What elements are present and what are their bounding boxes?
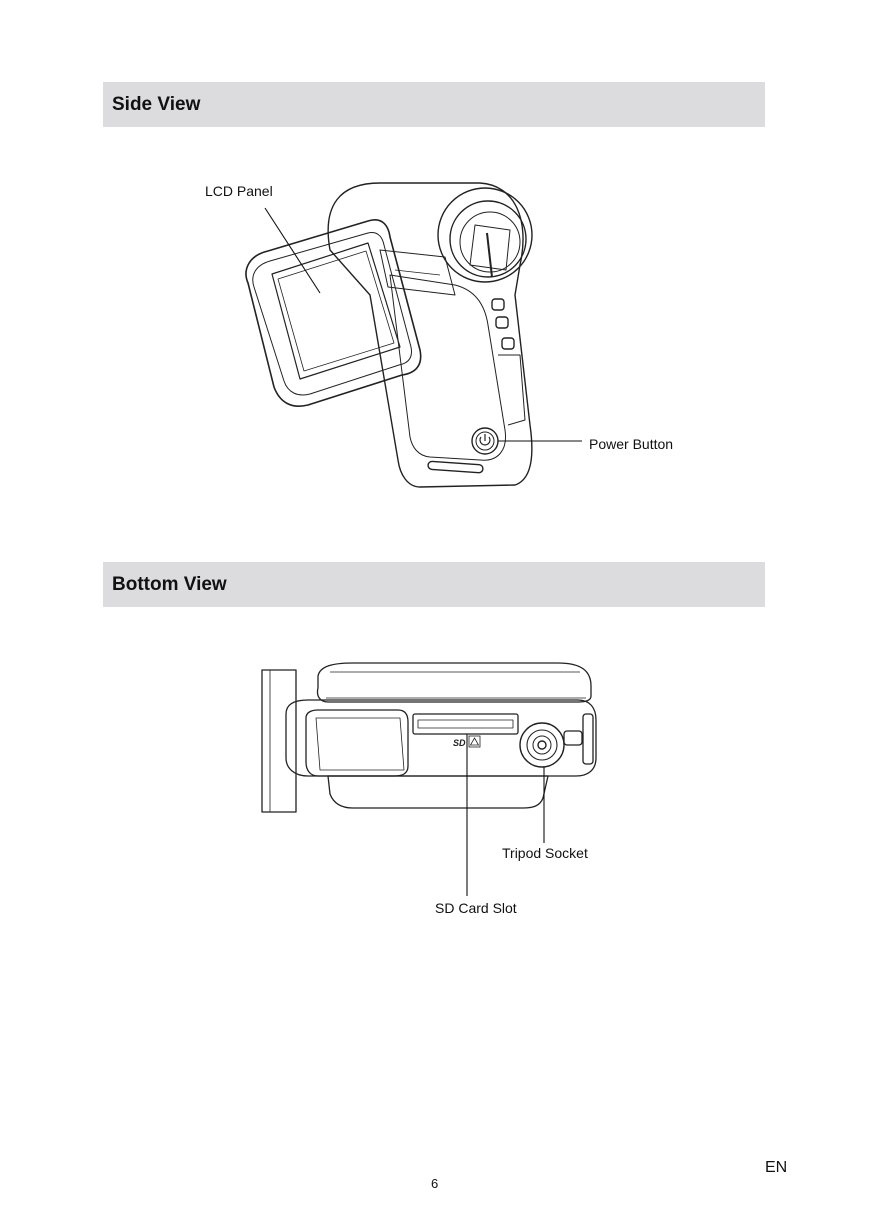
sd-card-slot xyxy=(412,713,519,735)
tripod-socket-label: Tripod Socket xyxy=(502,845,588,861)
lcd-panel-leader-line xyxy=(264,207,321,294)
lcd-panel-label: LCD Panel xyxy=(205,183,273,199)
sd-card-slot-label: SD Card Slot xyxy=(435,900,517,916)
camcorder-side-view-illustration xyxy=(245,182,582,488)
sd-logo-icon: SD xyxy=(453,738,466,748)
camcorder-bottom-view-illustration: SD xyxy=(261,662,597,896)
bottom-view-title: Bottom View xyxy=(112,574,227,595)
warning-triangle-icon xyxy=(468,735,481,748)
bottom-view-header: Bottom View xyxy=(103,562,765,607)
tripod-socket xyxy=(519,722,565,768)
side-view-header: Side View xyxy=(103,82,765,127)
power-icon xyxy=(471,427,499,455)
page-number: 6 xyxy=(431,1176,439,1191)
language-label: EN xyxy=(765,1159,788,1176)
power-button-label: Power Button xyxy=(589,436,674,452)
side-view-title: Side View xyxy=(112,94,201,115)
